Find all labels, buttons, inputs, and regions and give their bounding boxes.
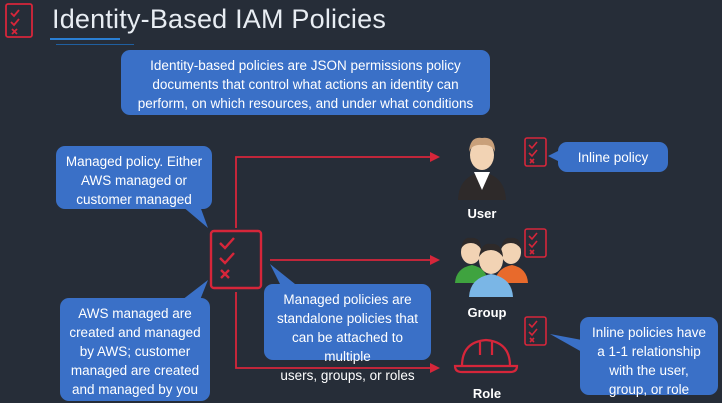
group-inline-checklist-icon: [524, 228, 547, 258]
role-helmet-icon: [453, 338, 519, 374]
arrowhead-group-icon: [430, 255, 440, 265]
user-inline-checklist-icon: [524, 137, 547, 167]
inline-policy-callout: Inline policy: [558, 142, 668, 172]
user-label: User: [467, 206, 497, 221]
managed-policy-callout-tail: [182, 206, 208, 228]
role-inline-checklist-icon: [524, 316, 547, 346]
standalone-callout-tail: [270, 264, 300, 288]
group-icon: [455, 237, 528, 297]
user-icon: [458, 137, 506, 200]
title-underline: [50, 38, 120, 40]
managed-policy-checklist-icon: [209, 229, 263, 290]
role-label: Role: [472, 386, 502, 401]
arrow-to-user: [235, 156, 432, 228]
standalone-callout: Managed policies are standalone policies…: [264, 284, 431, 383]
aws-managed-callout-tail: [182, 280, 208, 300]
arrow-to-role: [235, 292, 432, 369]
inline-relationship-callout: Inline policies have a 1-1 relationship …: [580, 317, 718, 397]
title-checklist-icon: [5, 3, 33, 38]
aws-managed-callout: AWS managed are created and managed by A…: [60, 298, 210, 401]
title-underline-secondary: [56, 44, 134, 45]
managed-policy-callout: Managed policy. Either AWS managed or cu…: [56, 146, 212, 209]
definition-callout: Identity-based policies are JSON permiss…: [121, 50, 490, 115]
arrowhead-role-icon: [430, 363, 440, 373]
group-label: Group: [467, 305, 507, 320]
page-title: Identity-Based IAM Policies: [52, 4, 387, 34]
inline-relationship-callout-tail: [550, 334, 582, 352]
inline-policy-callout-tail: [548, 150, 560, 162]
arrowhead-user-icon: [430, 152, 440, 162]
